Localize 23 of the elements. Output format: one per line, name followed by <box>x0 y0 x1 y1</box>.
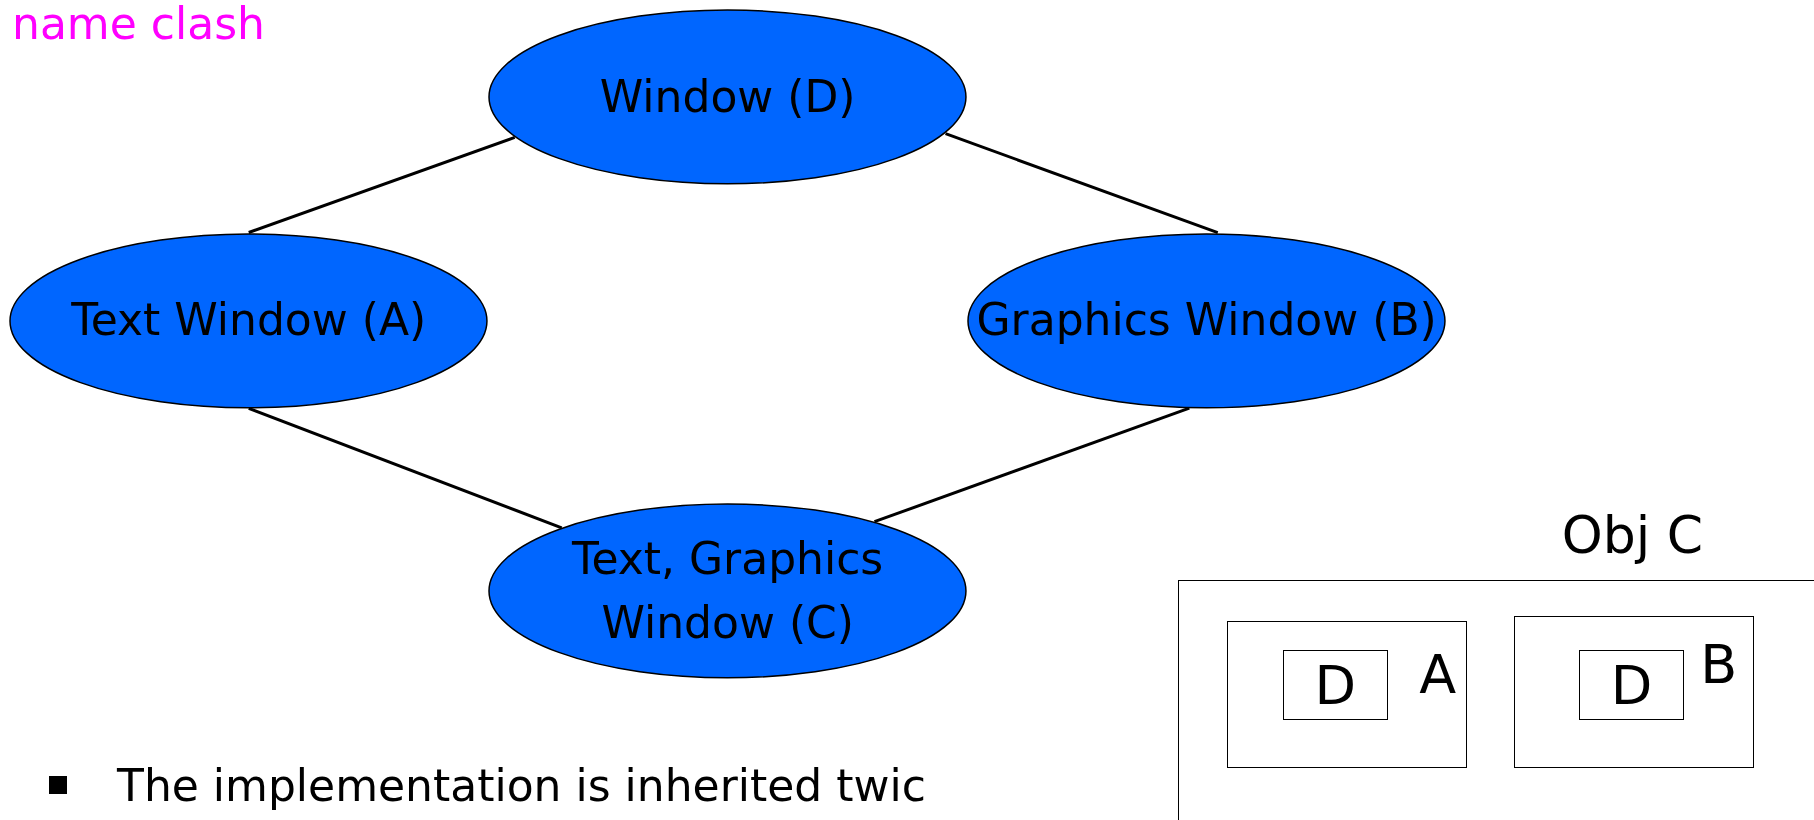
object-label: D <box>1313 658 1358 713</box>
class-ellipse <box>488 503 968 680</box>
connector-line <box>248 406 563 530</box>
class-name: Graphics Window (B) <box>976 293 1437 348</box>
object-label: A <box>1419 647 1457 702</box>
object-label: D <box>1609 658 1654 713</box>
connector-line <box>248 136 516 234</box>
class-ellipse <box>488 9 968 186</box>
connector-line <box>945 132 1219 235</box>
subobject-box <box>1227 621 1467 768</box>
subobject-box <box>1282 649 1388 721</box>
subobject-box <box>1514 616 1754 768</box>
class-ellipse <box>967 232 1447 409</box>
bullet-text: The implementation is inherited twic <box>117 762 926 811</box>
class-name: Window (D) <box>599 70 856 125</box>
class-ellipse <box>9 232 489 409</box>
object-label: B <box>1700 638 1738 693</box>
class-name: Text, Graphics Window (C) <box>571 532 885 651</box>
object-box <box>1177 579 1814 820</box>
class-name: Text Window (A) <box>71 293 427 348</box>
connector-line <box>873 406 1190 524</box>
annotation-text: name clash <box>12 0 265 49</box>
subobject-box <box>1578 649 1685 721</box>
